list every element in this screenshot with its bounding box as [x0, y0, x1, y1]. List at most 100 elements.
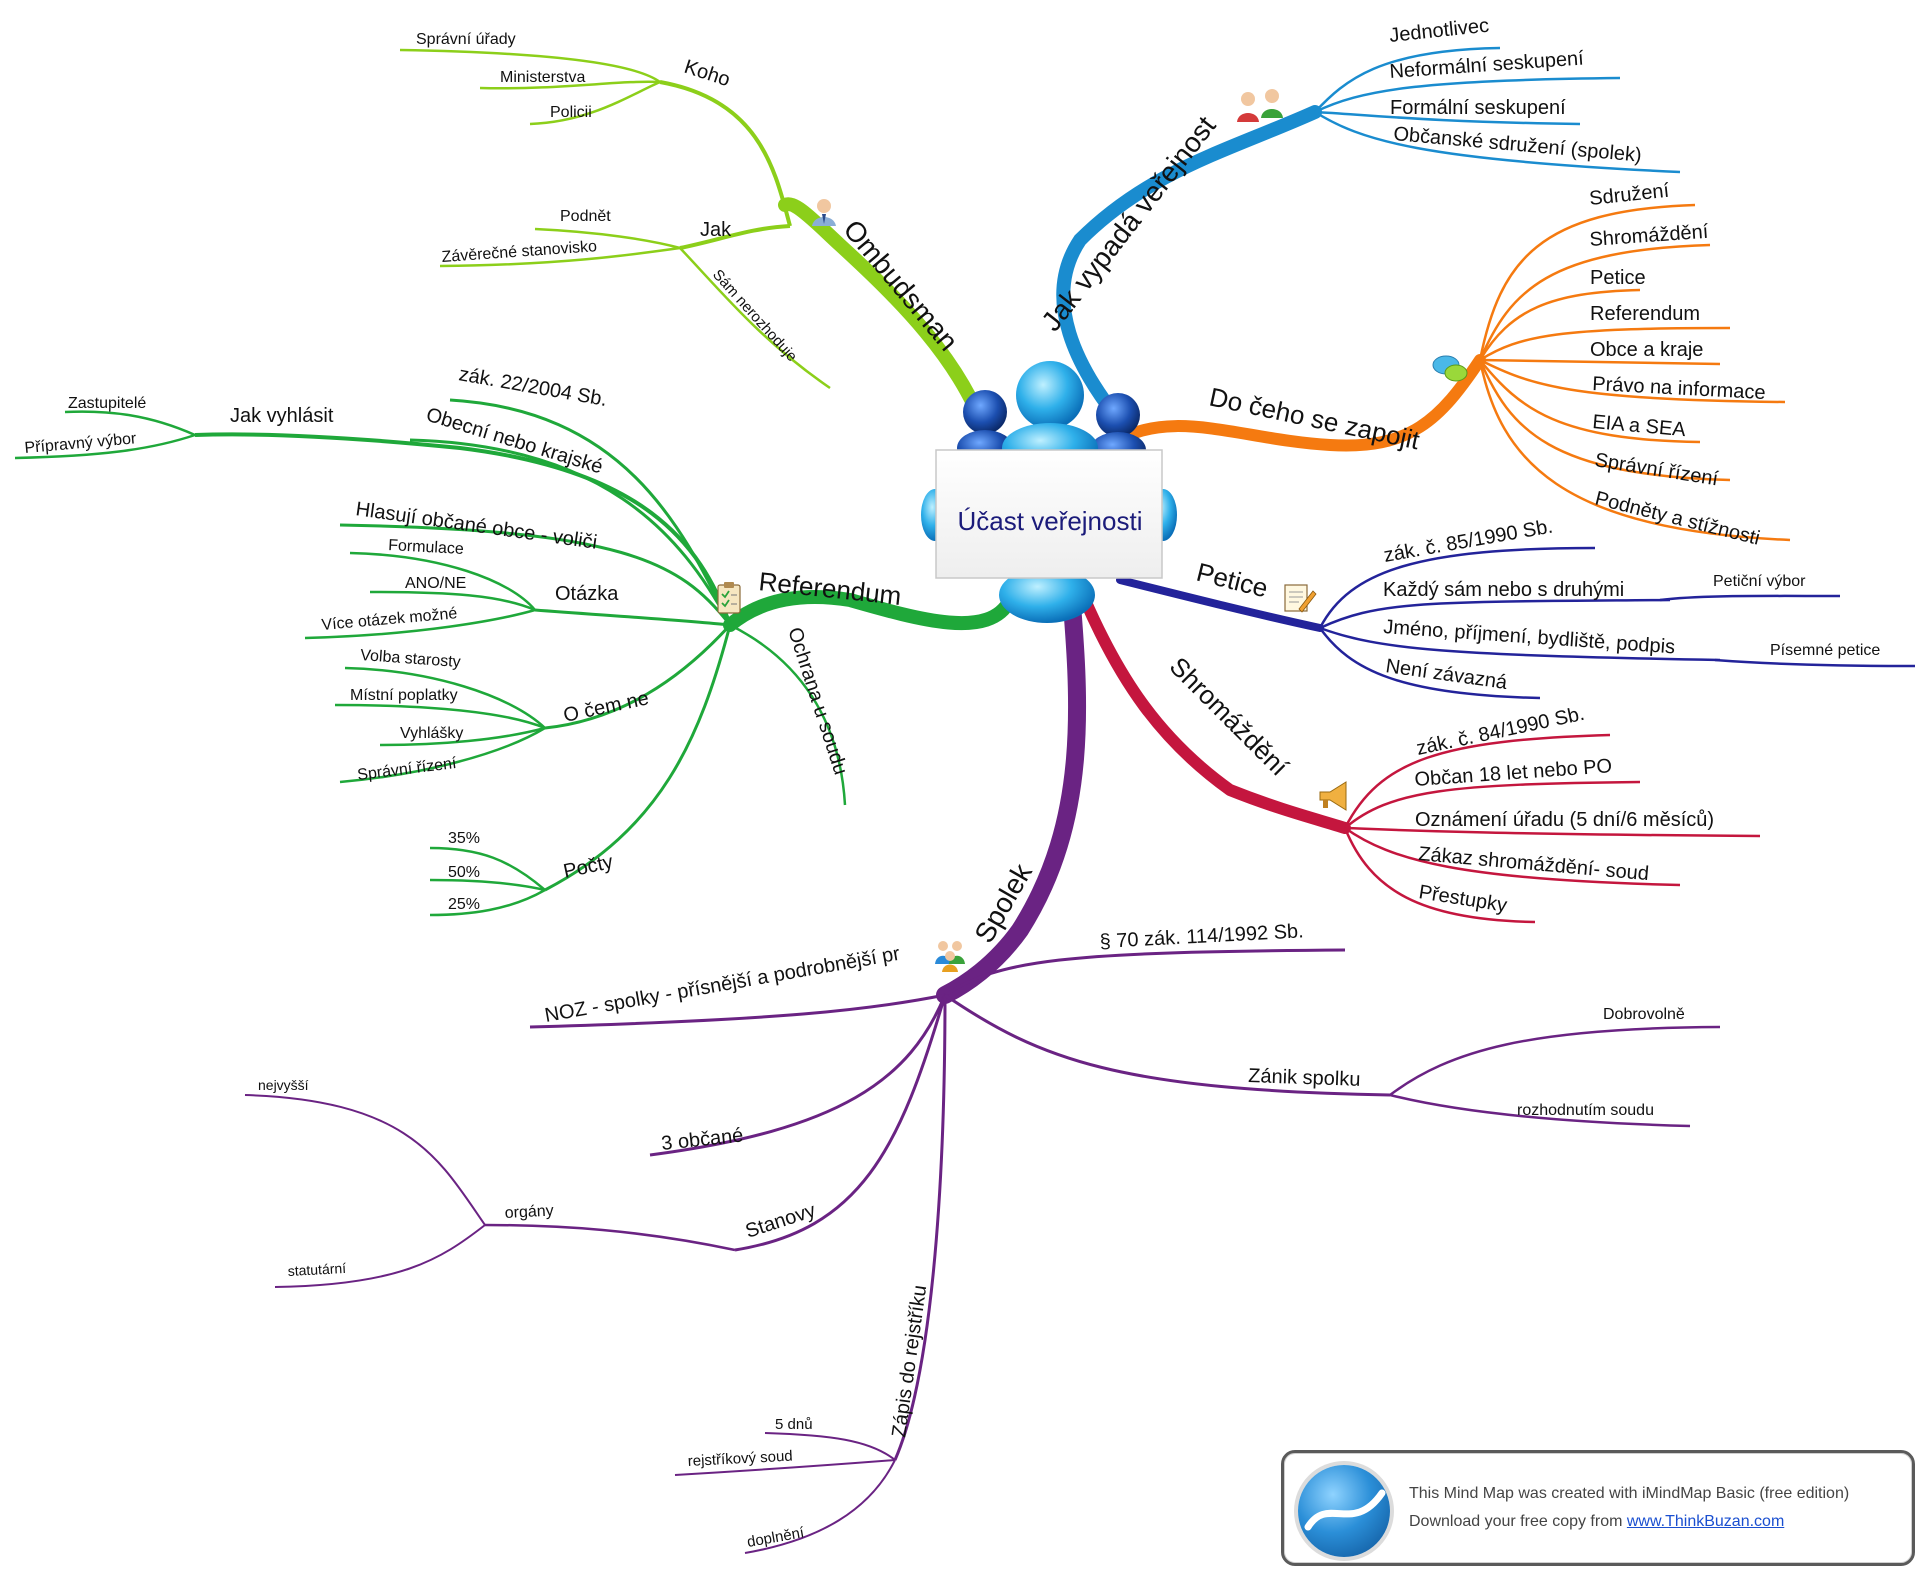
koho-label: Koho — [681, 56, 732, 91]
megaphone-icon — [1319, 781, 1347, 811]
thinkbuzan-link[interactable]: www.ThinkBuzan.com — [1626, 1513, 1785, 1530]
speech-bubbles-icon — [1432, 355, 1468, 382]
connector — [1478, 243, 1711, 361]
connector — [944, 948, 1346, 997]
koho-item-2: Policii — [550, 104, 592, 121]
connector — [1478, 359, 1731, 482]
central-topic-label: Účast veřejnosti — [958, 506, 1143, 536]
connector — [429, 878, 546, 892]
connector — [244, 1094, 486, 1226]
verejnost-item-1: Neformální seskupení — [1389, 47, 1585, 83]
main-stroke — [778, 197, 992, 439]
spolek-zapis: Zápis do rejstříku — [888, 1284, 931, 1439]
jak-vyhlasit-item-1: Přípravný výbor — [24, 430, 138, 457]
central-card — [935, 449, 1163, 579]
connector — [544, 623, 732, 730]
connector — [479, 80, 661, 90]
connector — [729, 623, 847, 806]
petice-item-1: Každý sám nebo s druhými — [1383, 579, 1624, 601]
zapojit-item-8: Podněty a stížnosti — [1593, 488, 1762, 550]
connector — [649, 994, 947, 1157]
verejnost-label: Jak vypadá veřejnost — [1035, 110, 1222, 337]
connector — [679, 224, 791, 250]
connector — [1478, 359, 1791, 542]
petice-label: Petice — [1194, 557, 1271, 604]
connector — [1318, 546, 1596, 629]
shromazdeni-item-4: Přestupky — [1417, 881, 1508, 917]
notepad-pencil-icon — [1284, 584, 1317, 613]
connector — [379, 726, 546, 747]
connector — [349, 551, 536, 611]
connector — [1343, 827, 1536, 924]
main-stroke — [1104, 354, 1486, 452]
connector — [1479, 358, 1786, 404]
figure-head-center — [1016, 361, 1084, 429]
branch-referendum: Referendum zák. 22/2004 Sb. Obecní nebo … — [14, 363, 1017, 917]
spolek-noz: NOZ - spolky - přísnější a podrobnější p… — [543, 943, 902, 1027]
connector — [14, 433, 196, 460]
connector — [679, 247, 831, 390]
connector — [344, 666, 546, 729]
jak-item-0: Podnět — [560, 208, 611, 225]
o-cem-ne-item-1: Místní poplatky — [350, 687, 458, 704]
connector — [1478, 203, 1696, 361]
connector — [339, 726, 546, 784]
spolek-paragraf: § 70 zák. 114/1992 Sb. — [1099, 920, 1304, 953]
connector — [1314, 46, 1501, 113]
connector — [1344, 826, 1681, 887]
spolek-zapis-item-0: 5 dnů — [775, 1416, 813, 1433]
o-cem-ne-item-0: Volba starosty — [360, 647, 461, 671]
spolek-organy-item-0: nejvyšší — [258, 1077, 309, 1093]
connector — [1318, 627, 1541, 700]
connector — [1343, 733, 1611, 829]
connector — [64, 410, 196, 437]
connector — [659, 80, 792, 227]
shromazdeni-item-0: zák. č. 84/1990 Sb. — [1414, 703, 1586, 760]
connector — [339, 523, 732, 626]
connector — [544, 624, 732, 892]
petice-item-3: Není závazná — [1384, 655, 1509, 694]
koho-item-0: Správní úřady — [416, 31, 516, 48]
connector — [674, 1459, 896, 1476]
figure-head-left — [963, 390, 1007, 434]
jak-vyhlasit-item-0: Zastupitelé — [68, 395, 146, 412]
connector — [529, 993, 946, 1029]
connector — [409, 438, 732, 626]
zapojit-item-4: Obce a kraje — [1590, 339, 1703, 361]
main-stroke — [1079, 594, 1351, 834]
connector — [1314, 76, 1621, 114]
connector — [534, 608, 731, 627]
spolek-organy: orgány — [504, 1202, 554, 1222]
connector — [1389, 1025, 1721, 1097]
spolek-organy-item-1: statutární — [287, 1260, 346, 1279]
connector — [1319, 626, 1721, 662]
branch-verejnost: Jak vypadá veřejnost Jednotlivec Neformá… — [1035, 15, 1681, 422]
connector — [399, 48, 661, 84]
connector — [429, 846, 546, 891]
connector — [534, 227, 681, 250]
connector — [1479, 358, 1721, 366]
sam-label: Sám nerozhoduje — [709, 266, 800, 365]
spolek-zapis-item-1: rejstříkový soud — [687, 1448, 793, 1470]
connector — [1314, 110, 1681, 174]
zapojit-item-2: Petice — [1590, 267, 1646, 289]
connector — [529, 80, 661, 126]
connector — [429, 888, 546, 917]
petice-item-2: Jméno, příjmení, bydliště, podpis — [1383, 616, 1676, 658]
connector — [439, 246, 681, 268]
people-pair-icon — [1237, 89, 1283, 122]
pocty-item-1: 50% — [448, 864, 480, 881]
shromazdeni-label: Shromáždění — [1164, 651, 1295, 782]
connector — [194, 432, 732, 626]
ombudsman-label: Ombudsman — [837, 214, 964, 357]
spolek-zanik-item-1: rozhodnutím soudu — [1517, 1102, 1654, 1119]
zapojit-item-5: Právo na informace — [1592, 373, 1766, 404]
zapojit-item-0: Sdružení — [1588, 180, 1670, 210]
zapojit-item-6: EIA a SEA — [1592, 411, 1688, 441]
connector — [274, 1224, 486, 1288]
central-topic[interactable]: Účast veřejnosti — [921, 361, 1177, 623]
connector — [1314, 110, 1581, 126]
petice-sub-2: Písemné petice — [1770, 642, 1880, 659]
figure-head-right — [1096, 393, 1140, 437]
